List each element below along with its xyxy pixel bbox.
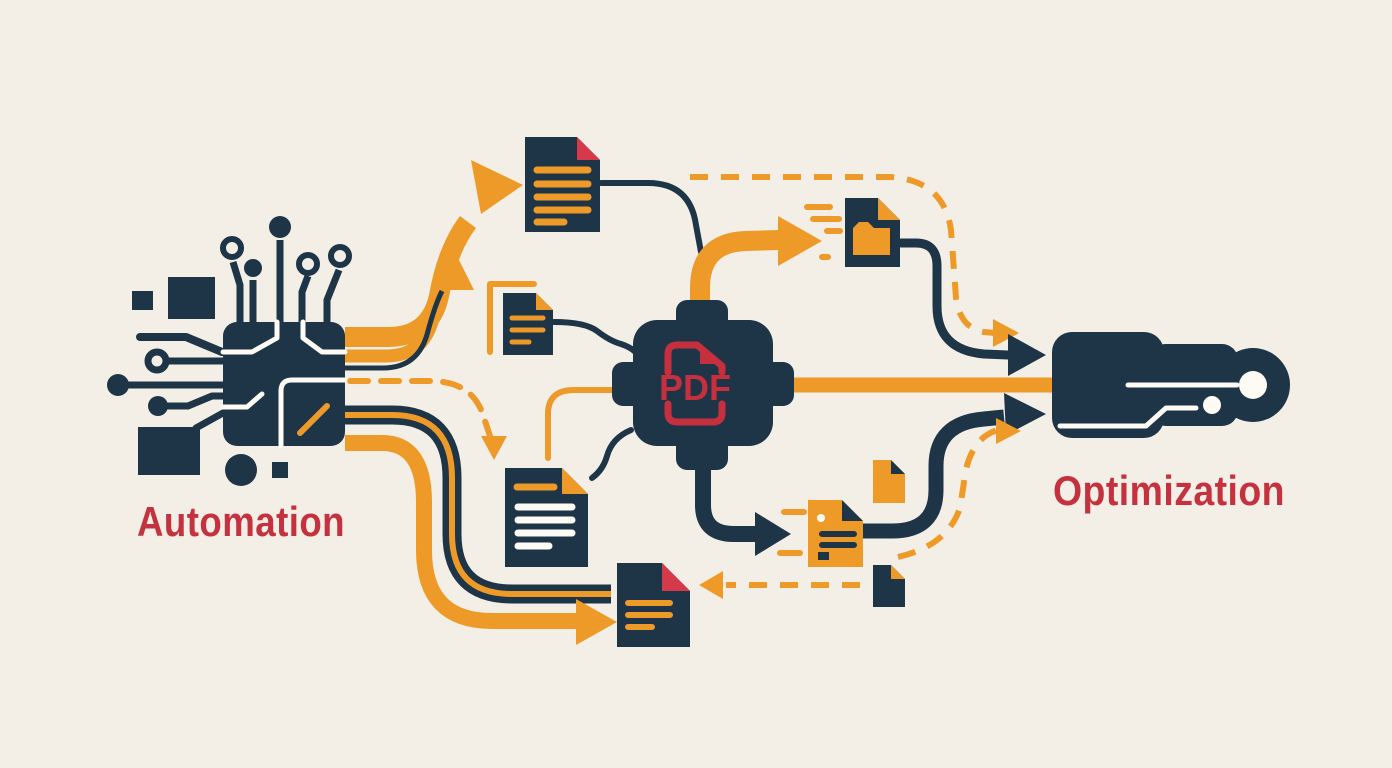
speeddoc-corner xyxy=(842,500,863,521)
tool-block xyxy=(1052,332,1164,438)
chip-node-ring-left xyxy=(144,348,170,374)
chip-inner-trace-3 xyxy=(278,377,348,449)
copydoc-outline xyxy=(487,281,537,355)
optimization-tool-icon xyxy=(1052,332,1290,438)
chip-dot-bottom xyxy=(225,454,257,486)
bottomdoc-corner xyxy=(662,563,690,591)
smalldoc1-corner xyxy=(891,460,905,474)
dashed-chip-to-middledoc xyxy=(347,378,493,439)
pdf-doc-outline-top xyxy=(664,341,726,376)
dashed-arrowhead-bottom xyxy=(996,418,1021,444)
folderdoc-folder xyxy=(853,222,890,255)
topdoc-corner xyxy=(577,137,600,160)
speeddoc-speed-dashes xyxy=(777,509,807,556)
chip-pin-3 xyxy=(229,260,244,330)
connector-copydoc-to-pdf xyxy=(551,319,641,358)
speeddoc-lines xyxy=(819,531,857,548)
automation-chip-icon xyxy=(107,216,352,486)
copydoc-corner xyxy=(536,293,553,310)
speeddoc-dot xyxy=(817,514,825,522)
chip-inner-trace-1 xyxy=(220,319,280,355)
chip-inner-trace-4 xyxy=(220,391,265,410)
arrowhead-speeddoc xyxy=(755,512,791,556)
speed-document-icon xyxy=(777,500,863,567)
arrowhead-tool-bottom xyxy=(1004,393,1046,435)
chip-inner-trace-2 xyxy=(300,319,348,355)
chip-node-dot-left-2 xyxy=(148,396,168,416)
middledoc-lines xyxy=(514,503,576,550)
topdoc-lines xyxy=(533,166,592,226)
pdf-doc-outline-bottom xyxy=(664,400,726,426)
arrowhead-bottomdoc xyxy=(576,599,617,645)
chip-square-small-top xyxy=(132,291,153,310)
document-icon-top xyxy=(525,137,600,232)
tool-ring-hole xyxy=(1239,371,1267,399)
chip-pin-ring-3 xyxy=(220,236,244,260)
automation-label: Automation xyxy=(137,498,345,545)
pdf-processor-gear-icon: PDF xyxy=(612,300,794,470)
connector-topdoc-to-pdf xyxy=(598,180,704,255)
chip-node-dot-left xyxy=(107,374,129,396)
arrowhead-tool-top xyxy=(1008,334,1046,376)
connector-pdf-down xyxy=(695,458,757,542)
connector-pdf-to-folder xyxy=(690,230,781,310)
pipe-chip-to-bottomdoc xyxy=(345,435,576,629)
speeddoc-block xyxy=(818,552,829,560)
folderdoc-speed-dashes xyxy=(804,204,843,260)
chip-pin-5 xyxy=(323,268,343,330)
connector-pdf-to-middledoc xyxy=(545,387,631,461)
folder-document-icon xyxy=(804,198,900,267)
smalldoc2-corner xyxy=(891,565,905,579)
dashed-path-bottom xyxy=(897,427,1001,560)
chip-pin-dot-1 xyxy=(269,216,291,238)
line-chip-companion xyxy=(345,289,445,371)
chip-output-arrows xyxy=(345,160,617,645)
small-document-icon-2 xyxy=(873,565,905,607)
chip-square-top xyxy=(168,277,215,319)
pipe-chip-lower-stripe xyxy=(345,412,611,597)
arrowhead-down xyxy=(481,436,507,460)
dashed-path-top xyxy=(690,174,996,336)
arrowhead-folder xyxy=(778,216,822,266)
dashed-arrowhead-top xyxy=(993,319,1019,347)
arrowhead-up xyxy=(436,252,474,290)
middledoc-corner xyxy=(562,468,588,494)
connector-middledoc-to-pdf xyxy=(589,427,634,481)
copydoc-lines xyxy=(509,315,546,345)
document-icon-bottom xyxy=(617,563,690,647)
chip-inner-trace-orange xyxy=(297,403,330,436)
document-icon-middle xyxy=(505,468,588,567)
folderdoc-corner xyxy=(878,198,900,220)
small-document-icon-1 xyxy=(873,460,905,503)
document-icon-copy xyxy=(487,281,553,355)
chip-pin-ring-4 xyxy=(296,252,320,276)
chip-square-small-bottom xyxy=(272,462,288,478)
chip-pin-dot-2 xyxy=(244,259,262,277)
connector-folder-to-tool xyxy=(896,238,1013,360)
dashed-arrowhead-left xyxy=(699,571,723,599)
chip-square-bottom xyxy=(138,427,200,475)
chip-trace-left-1 xyxy=(136,333,226,356)
optimization-label: Optimization xyxy=(1053,467,1285,514)
pdf-doc-fold xyxy=(700,345,722,364)
bottomdoc-lines xyxy=(625,600,673,630)
tool-trace-node xyxy=(1203,396,1221,414)
arrowhead-topdoc xyxy=(471,160,523,214)
connector-speeddoc-to-tool xyxy=(860,409,1005,539)
chip-pin-4 xyxy=(298,274,312,330)
chip-pin-ring-5 xyxy=(328,244,352,268)
pdf-label: PDF xyxy=(659,367,731,408)
chip-trace-left-4 xyxy=(164,392,227,410)
chip-trace-left-5 xyxy=(192,409,227,432)
tool-trace-2 xyxy=(1057,405,1199,429)
